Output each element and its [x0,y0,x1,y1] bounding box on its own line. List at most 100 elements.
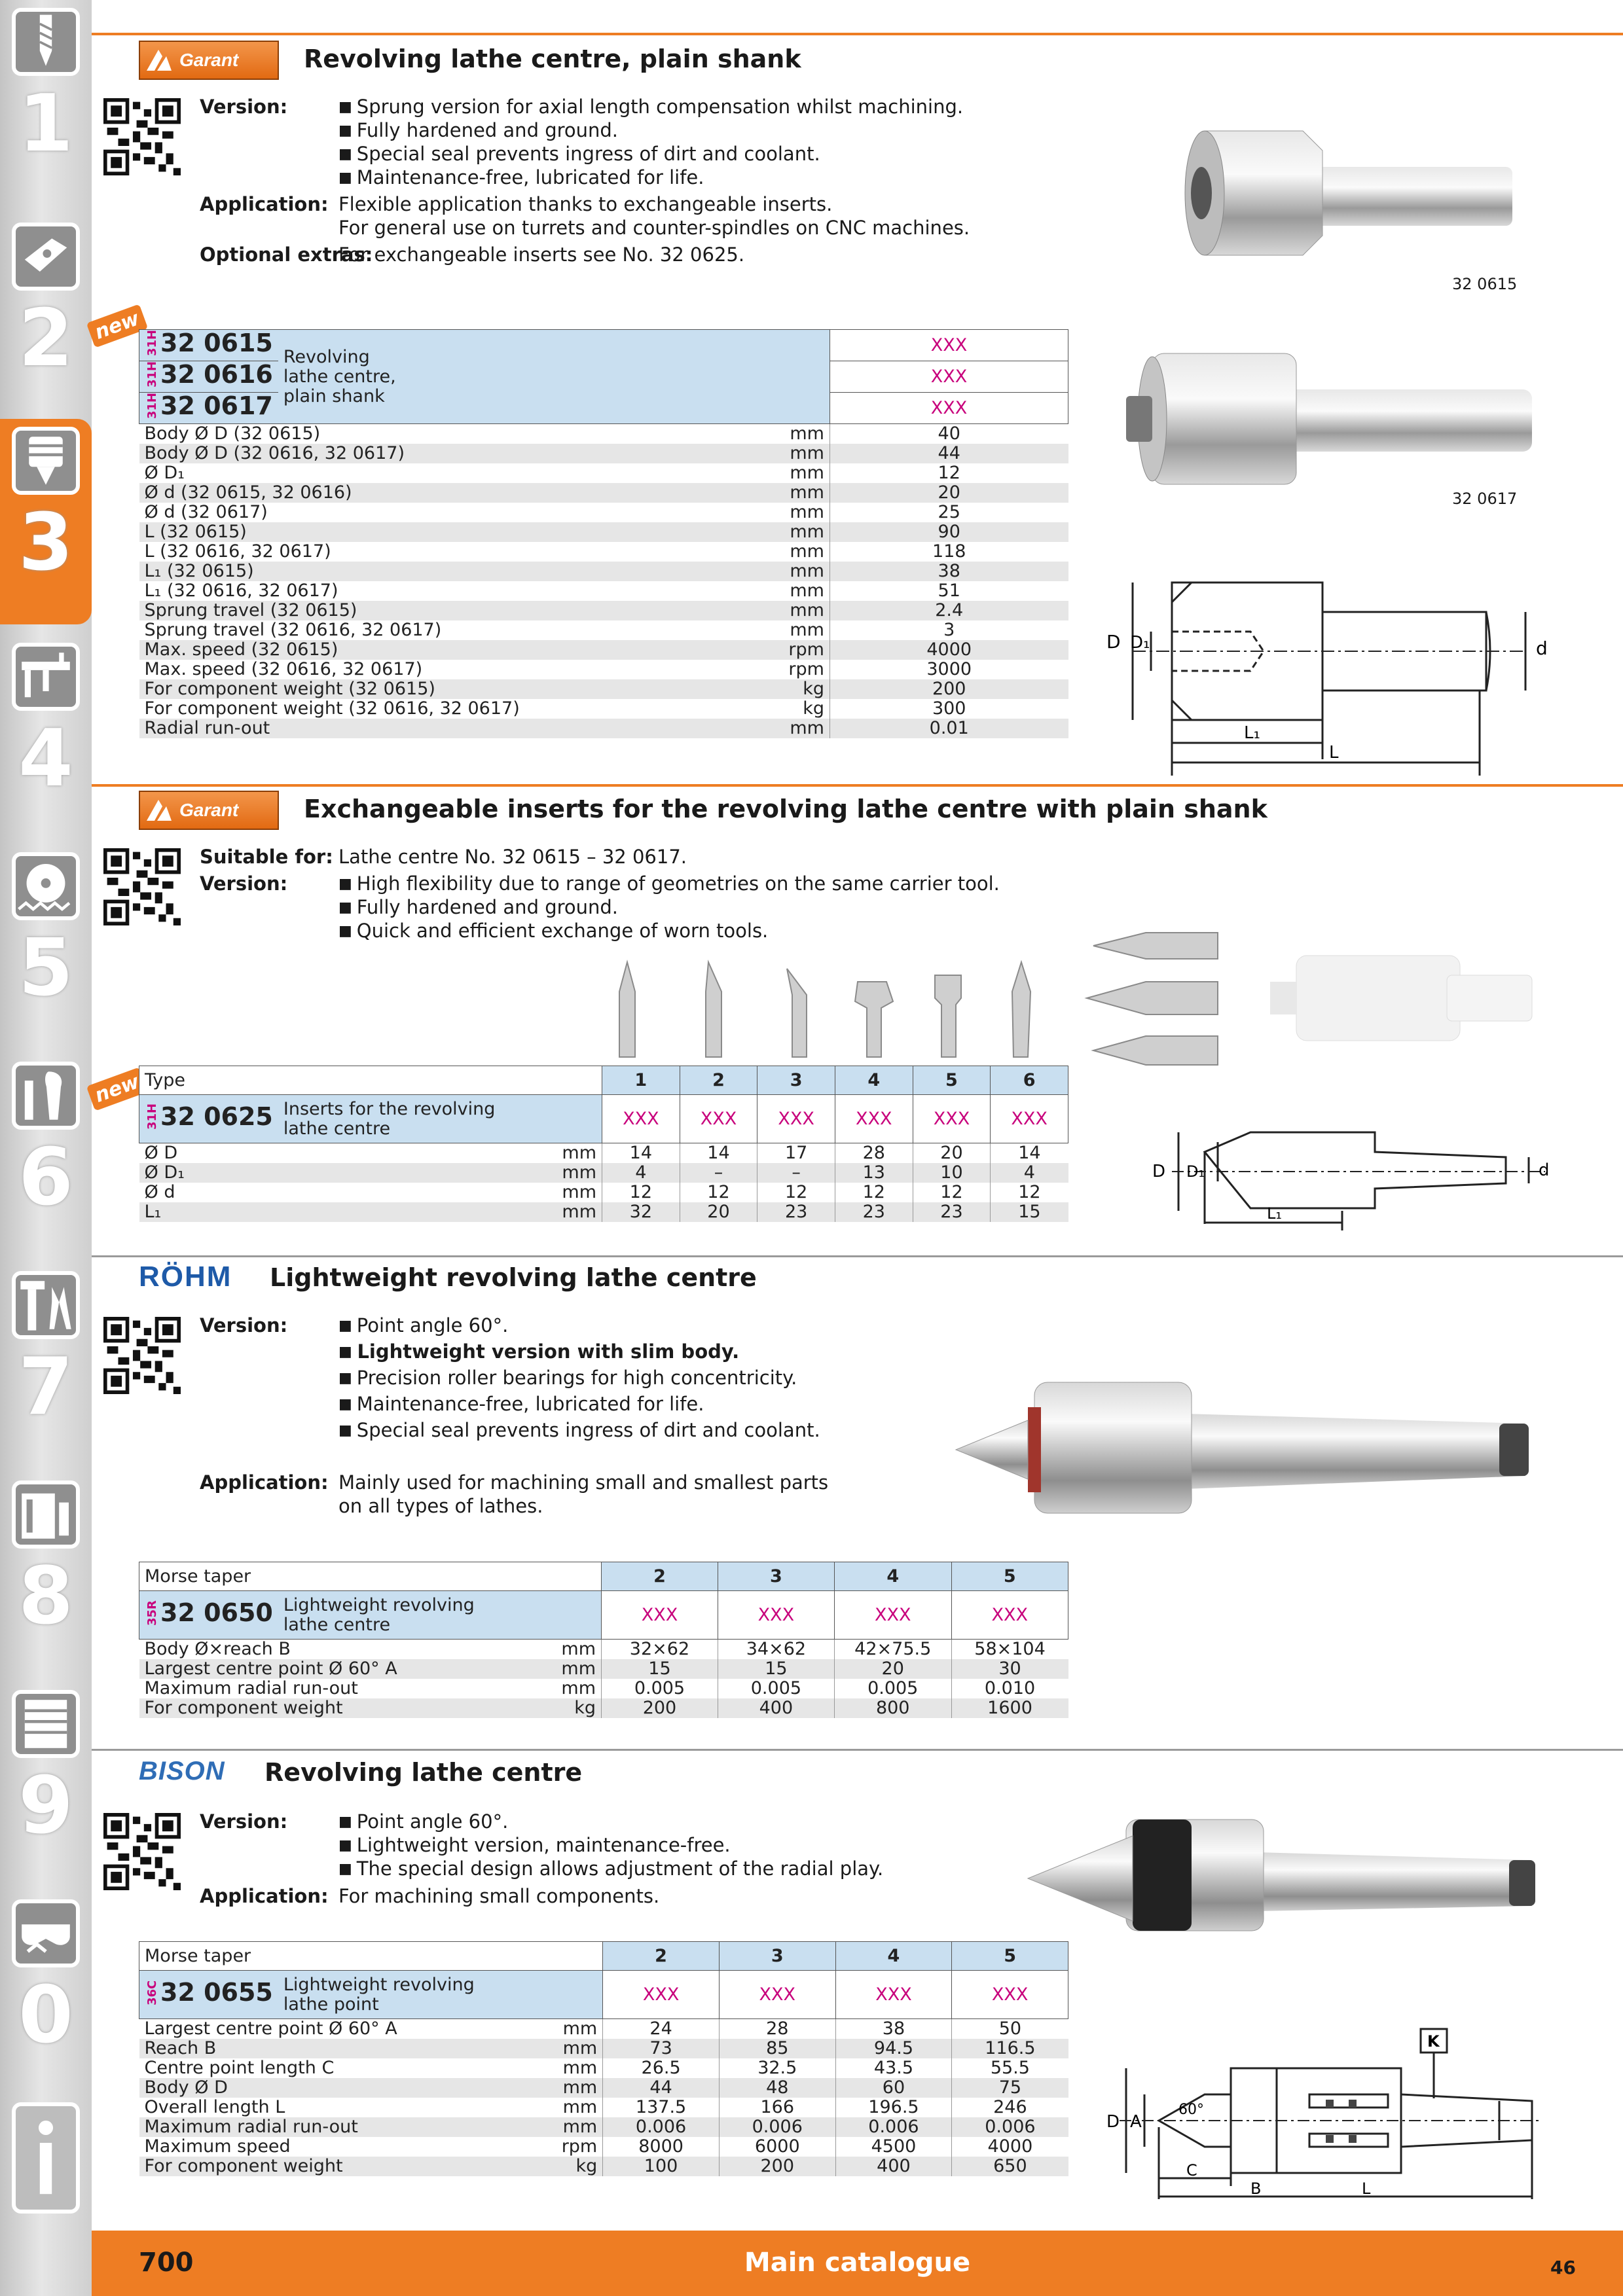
chapter-tab-0[interactable]: 0 [5,1892,86,2097]
row-value: 4 [990,1163,1068,1183]
price-cell[interactable]: XXX [601,1590,718,1640]
type-header: 6 [990,1066,1068,1095]
row-unit: mm [556,1163,602,1183]
row-unit: mm [790,581,824,601]
chapter-tab-5[interactable]: 5 [5,844,86,1050]
price-cell[interactable]: XXX [679,1094,758,1143]
price-cell[interactable]: XXX [834,1094,913,1143]
price-cell[interactable]: XXX [757,1094,835,1143]
article-number-cell[interactable]: 31H32 0625 [138,1094,278,1143]
row-value: 30 [951,1659,1068,1679]
row-unit: mm [783,601,830,620]
chapter-tab-7[interactable]: 7 [5,1263,86,1469]
price-cell[interactable]: XXX [829,392,1069,424]
version-item: Fully hardened and ground. [338,896,618,918]
article-number-cell[interactable]: 31H32 0616 [138,361,278,393]
row-value: 10 [912,1163,991,1183]
version-item: Lightweight version, maintenance-free. [338,1834,731,1856]
taper-header: 2 [602,1941,720,1971]
optional-extras-text: For exchangeable inserts see No. 32 0625… [338,243,745,266]
chapter-tab-4[interactable]: 4 [5,635,86,840]
price-cell[interactable]: XXX [833,1590,952,1640]
version-item: High flexibility due to range of geometr… [338,872,1000,895]
chapter-tab-3[interactable]: 3 [0,419,92,624]
row-value: 400 [717,1698,835,1718]
price-cell[interactable]: XXX [602,1970,720,2019]
application-text: For general use on turrets and counter-s… [338,217,970,239]
row-value: 0.006 [835,2117,952,2137]
row-value: 12 [829,463,1068,483]
row-value: 12 [834,1183,913,1202]
qr-code-icon[interactable] [103,1317,181,1394]
dim-D: D [1106,2112,1120,2132]
price-cell[interactable]: XXX [602,1094,680,1143]
qr-code-icon[interactable] [103,848,181,925]
price-cell[interactable]: XXX [912,1094,991,1143]
chapter-tab-1[interactable]: 1 [5,0,86,206]
row-label: Sprung travel (32 0615) [139,601,784,620]
article-number-cell[interactable]: 35R32 0650 [138,1590,278,1640]
type-header: 1 [602,1066,680,1095]
price-cell[interactable]: XXX [829,361,1069,393]
row-value: 28 [718,2018,836,2039]
chuck-icon [12,427,80,495]
row-value: 14 [602,1143,680,1163]
chapter-tab-8[interactable]: 8 [5,1473,86,1678]
row-value: 0.005 [601,1679,718,1698]
taper-header: 3 [718,1941,836,1971]
row-value: 3000 [829,660,1068,679]
chapter-tab-info[interactable]: i [5,2094,86,2225]
chapter-tab-2[interactable]: 2 [5,215,86,420]
row-value: 12 [602,1183,680,1202]
row-unit: mm [790,541,824,562]
row-label: Body Ø D (32 0615) [144,423,321,444]
price-cell[interactable]: XXX [990,1094,1068,1143]
product-photo-320650 [955,1382,1529,1514]
insert-icon [12,223,80,291]
row-unit: mm [561,1678,596,1698]
article-number-cell[interactable]: 31H32 0617 [138,392,278,424]
chapter-tab-9[interactable]: 9 [5,1682,86,1888]
row-value: 15 [717,1659,835,1679]
row-value: 60 [835,2078,952,2098]
dim-D1: D₁ [1130,633,1150,653]
price-cell[interactable]: XXX [835,1970,953,2019]
section-divider [92,784,1623,787]
row-label: Body Ø×reach B [144,1639,291,1659]
section-title: Revolving lathe centre, plain shank [304,45,801,73]
section-divider [92,1749,1623,1751]
chapter-tab-6[interactable]: 6 [5,1054,86,1259]
row-value: 196.5 [835,2098,952,2117]
qr-code-icon[interactable] [103,1813,181,1890]
qr-code-icon[interactable] [103,98,181,175]
price-cell[interactable]: XXX [718,1970,836,2019]
article-number-cell[interactable]: 31H32 0615 [138,329,278,361]
dim-D: D [1152,1162,1165,1181]
row-unit: mm [562,1143,596,1163]
section-divider [92,1255,1623,1257]
price-cell[interactable]: XXX [951,1970,1068,2019]
article-number-cell[interactable]: 36C32 0655 [138,1970,278,2019]
price-cell[interactable]: XXX [829,329,1069,361]
row-value: 24 [602,2018,720,2039]
price-cell[interactable]: XXX [717,1590,835,1640]
sub-page-number: 46 [1550,2257,1576,2278]
row-unit: rpm [788,659,824,679]
type-label: Type [139,1066,602,1095]
row-label: Ø d (32 0615, 32 0616) [139,483,784,503]
price-cell[interactable]: XXX [951,1590,1069,1640]
dim-D: D [1106,631,1121,653]
type-header: 3 [757,1066,835,1095]
version-item: Lightweight version with slim body. [338,1340,739,1363]
